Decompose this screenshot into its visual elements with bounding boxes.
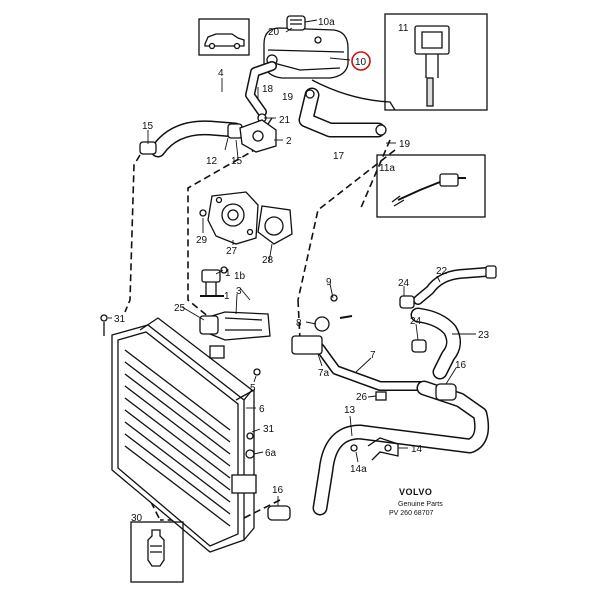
callout-21: 21 xyxy=(279,115,291,126)
callout-7a: 7a xyxy=(318,368,330,379)
callout-1: 1 xyxy=(224,291,230,302)
drain-plug-box xyxy=(130,521,184,583)
callout-27: 27 xyxy=(226,246,238,257)
callout-1b: 1b xyxy=(234,271,246,282)
brand-block: VOLVO Genuine Parts PV 260 68707 xyxy=(389,487,443,517)
callout-16-right: 16 xyxy=(455,360,467,371)
callout-14a: 14a xyxy=(350,464,367,475)
callout-19-right: 19 xyxy=(399,139,411,150)
dash-line-mid xyxy=(297,299,301,341)
dash-line-upper-right xyxy=(297,149,396,301)
callout-labels: 20 10a 10 11 4 18 19 21 15 15 12 2 17 19… xyxy=(114,17,490,524)
callout-12: 12 xyxy=(206,156,218,167)
temp-sensor xyxy=(439,173,459,187)
thermostat xyxy=(200,269,224,297)
leader-lines xyxy=(108,19,476,506)
dash-line-center xyxy=(187,147,259,319)
callout-17: 17 xyxy=(333,151,345,162)
o-ring-8 xyxy=(314,316,330,332)
callout-26: 26 xyxy=(356,392,368,403)
level-sensor xyxy=(414,25,450,55)
callout-22: 22 xyxy=(436,266,448,277)
callout-19-top: 19 xyxy=(282,92,294,103)
callout-15-left: 15 xyxy=(142,121,154,132)
hose-clamp-16 xyxy=(435,383,457,401)
callout-18: 18 xyxy=(262,84,274,95)
callout-6a: 6a xyxy=(265,448,277,459)
temp-sensor-box xyxy=(376,154,486,218)
callout-1-top: 1 xyxy=(225,268,231,279)
callout-25: 25 xyxy=(174,303,186,314)
water-pump xyxy=(207,191,259,245)
callout-31-top: 31 xyxy=(114,314,126,325)
brand-line-1: Genuine Parts xyxy=(398,501,443,508)
callout-24-bottom: 24 xyxy=(410,316,422,327)
sensor-26 xyxy=(375,391,387,401)
highlight-circle-10 xyxy=(351,51,371,71)
callout-28: 28 xyxy=(262,255,274,266)
callout-23: 23 xyxy=(478,330,490,341)
dash-line-left xyxy=(124,154,141,313)
car-icon xyxy=(204,33,245,47)
callout-5: 5 xyxy=(250,383,256,394)
level-sensor-box xyxy=(384,13,488,111)
tank-cap xyxy=(286,15,306,31)
callout-13: 13 xyxy=(344,405,356,416)
bolt-31 xyxy=(100,314,108,322)
car-icon-box xyxy=(198,18,250,56)
dash-line-sensor xyxy=(359,139,391,211)
thermostat-housing xyxy=(239,117,277,153)
pump-gasket xyxy=(257,205,293,245)
brand-line-2: PV 260 68707 xyxy=(389,510,433,517)
drain-plug xyxy=(147,529,165,567)
callout-10a: 10a xyxy=(318,17,335,28)
callout-20: 20 xyxy=(268,27,280,38)
bolt-5 xyxy=(253,368,261,376)
hose-clamp-16b xyxy=(267,505,291,521)
callout-29: 29 xyxy=(196,235,208,246)
pipe-flange xyxy=(291,335,323,355)
callout-2: 2 xyxy=(286,136,292,147)
callout-31-bottom: 31 xyxy=(263,424,275,435)
callout-24-top: 24 xyxy=(398,278,410,289)
hose-bracket-14 xyxy=(350,437,399,461)
callout-11: 11 xyxy=(398,23,409,34)
bolt-9 xyxy=(330,294,338,302)
brand-name: VOLVO xyxy=(399,487,432,497)
callout-8: 8 xyxy=(296,318,302,329)
callout-16-bottom: 16 xyxy=(272,485,284,496)
callout-9: 9 xyxy=(326,277,332,288)
callout-6: 6 xyxy=(259,404,265,415)
bolt-29 xyxy=(199,209,207,217)
callout-11a: 11a xyxy=(379,163,395,174)
callout-7: 7 xyxy=(370,350,376,361)
callout-14: 14 xyxy=(411,444,423,455)
radiator xyxy=(100,314,257,553)
callout-4: 4 xyxy=(218,68,224,79)
callout-15-right: 15 xyxy=(231,156,243,167)
callout-10: 10 xyxy=(355,57,367,68)
expansion-tank xyxy=(263,15,349,79)
callout-30: 30 xyxy=(131,513,143,524)
coolant-pipe-25 xyxy=(199,311,271,359)
callout-3: 3 xyxy=(236,286,242,297)
